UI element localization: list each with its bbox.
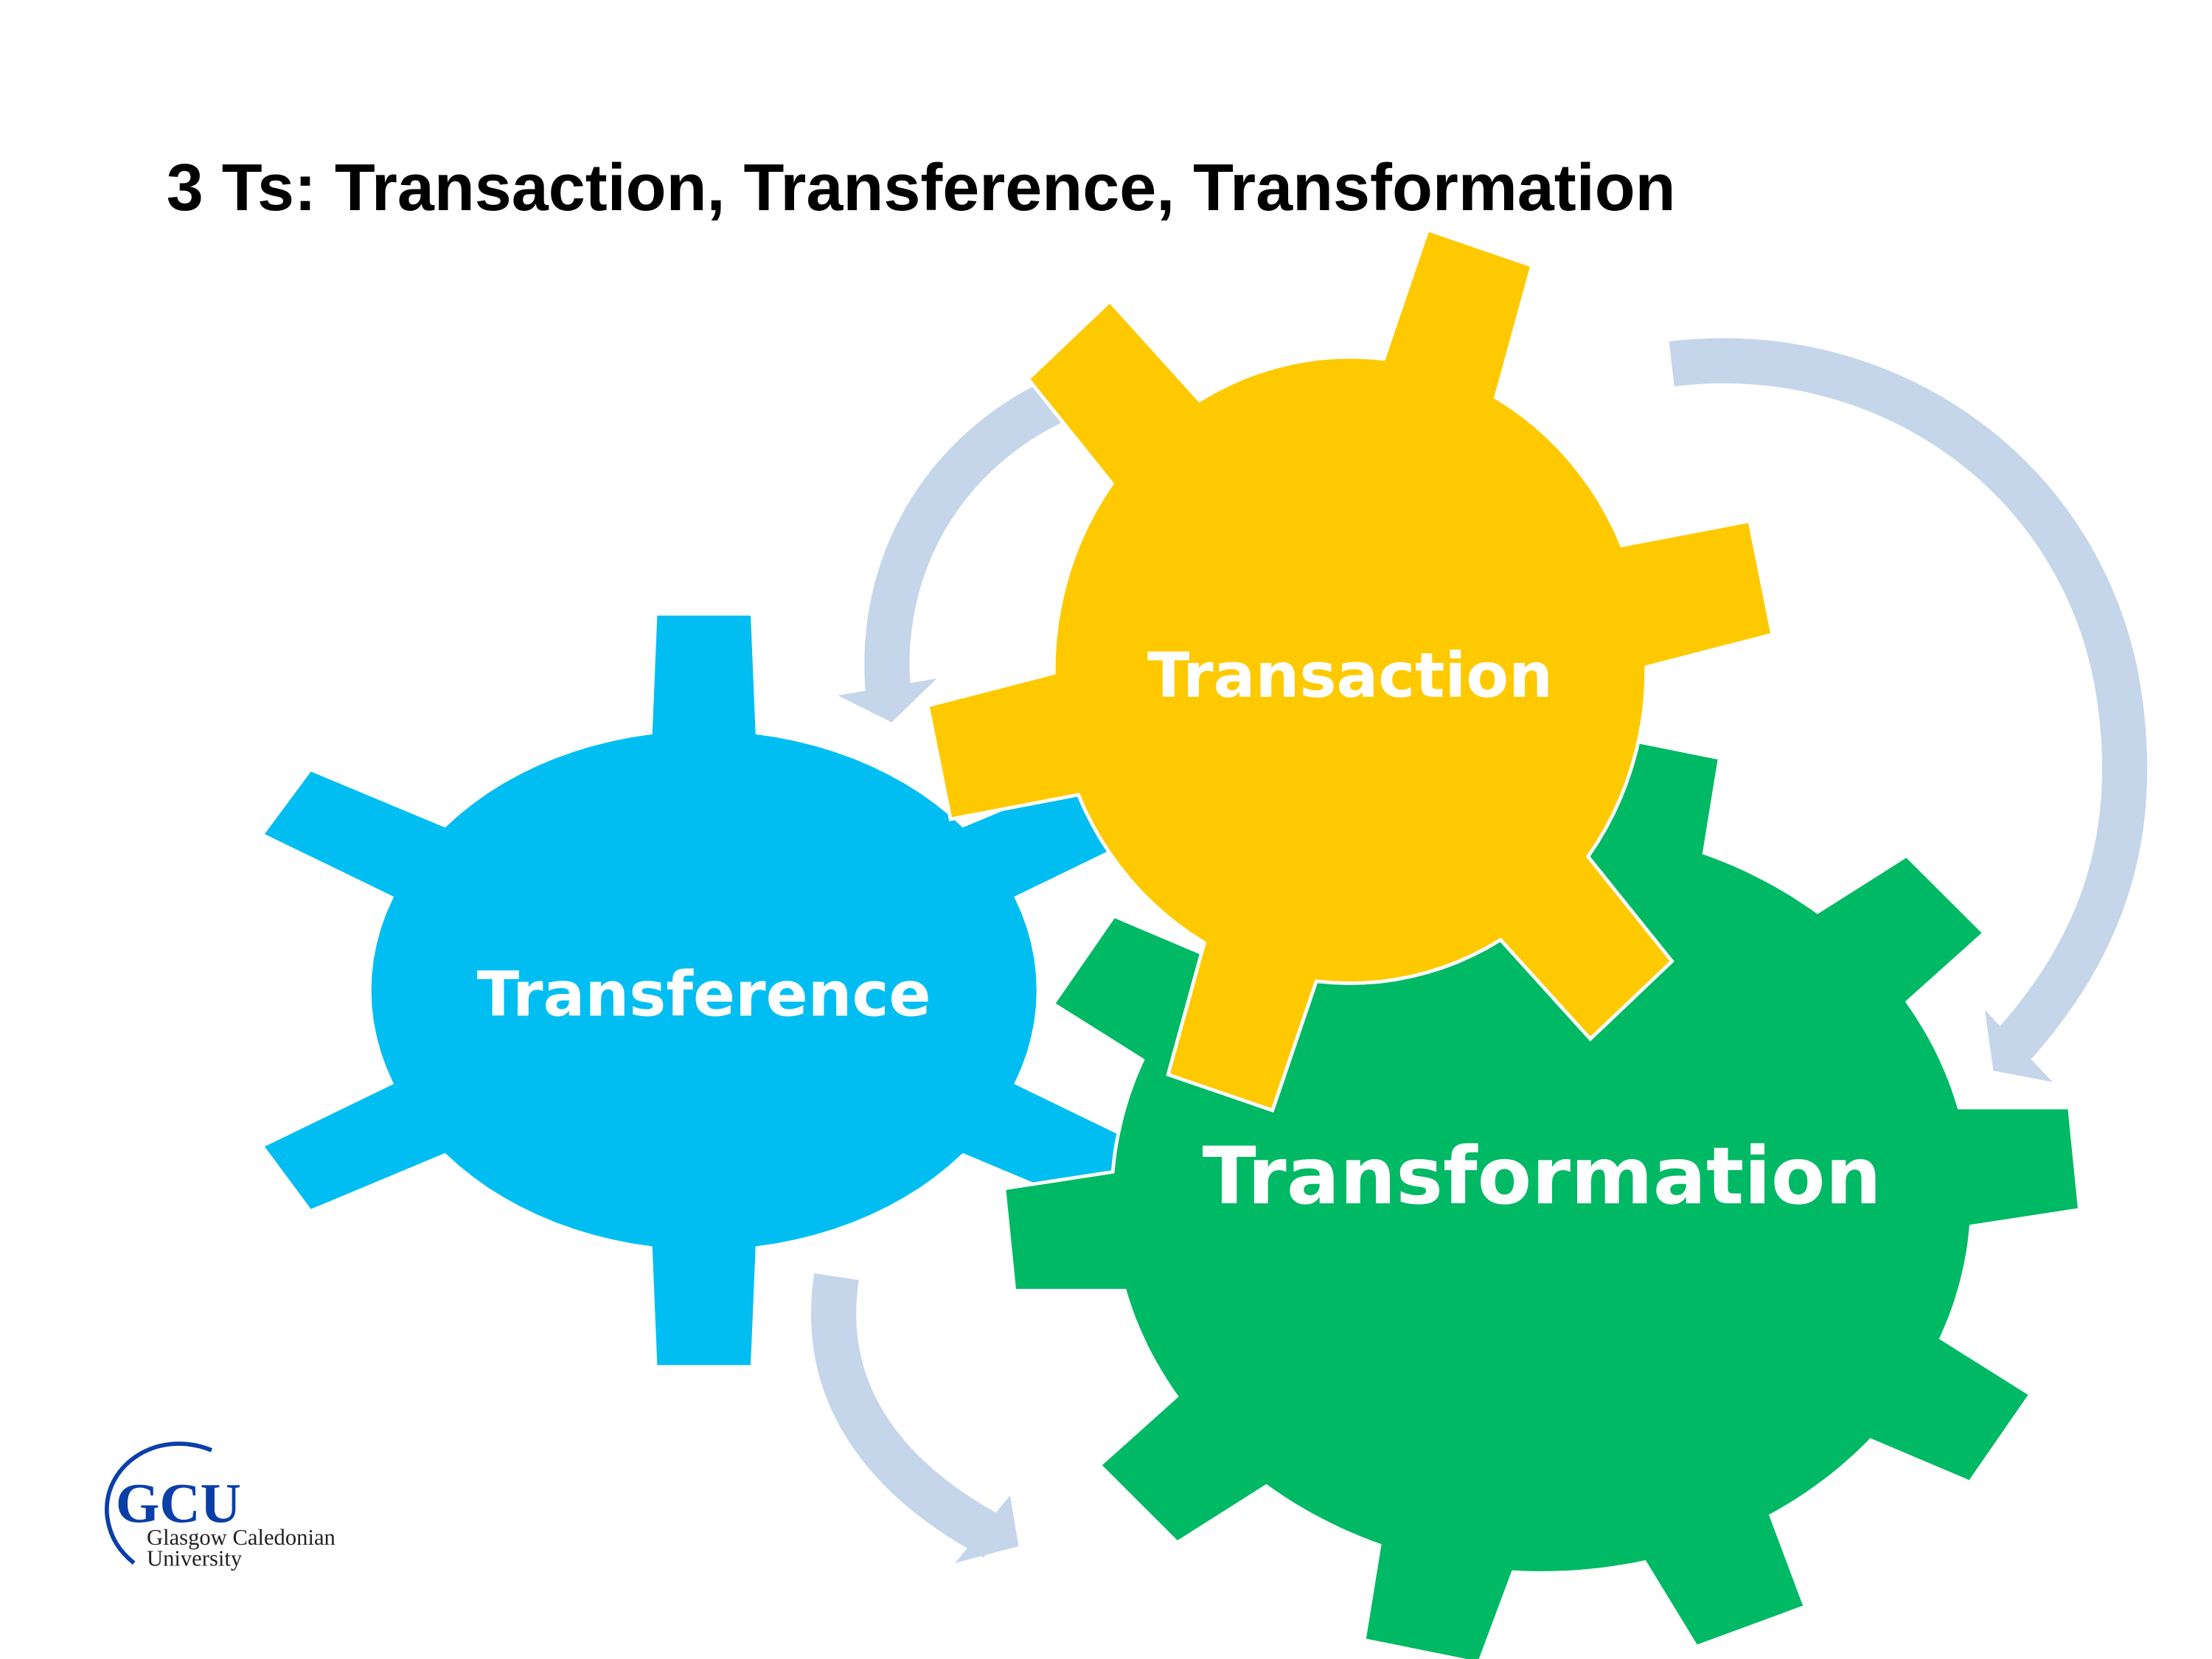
gear-icon [259, 612, 1149, 1369]
arrow-transference-to-transformation [811, 1273, 1006, 1558]
cycle-arrows [811, 338, 2148, 1558]
slide-title: 3 Ts: Transaction, Transference, Transfo… [167, 151, 1676, 225]
arrow-transaction-to-transference [864, 378, 1068, 701]
gear-label-transference: Transference [477, 959, 931, 1031]
arrow-transaction-to-transformation [1669, 338, 2148, 1060]
gear-label-transformation: Transformation [1203, 1131, 1882, 1222]
gear-icon [925, 227, 1775, 1113]
gear-label-transaction: Transaction [1147, 639, 1553, 712]
logo-arc [105, 1441, 213, 1565]
arrowhead-icon [838, 678, 937, 723]
logo-line1: Glasgow Caledonian [147, 1525, 335, 1550]
arrowhead-icon [955, 1495, 1019, 1563]
logo-abbr: GCU [116, 1472, 241, 1534]
gear-transference: Transference [259, 612, 1149, 1369]
gcu-logo: GCU Glasgow Caledonian University [105, 1441, 335, 1571]
logo-line2: University [147, 1546, 243, 1571]
gear-transaction: Transaction [925, 227, 1775, 1113]
